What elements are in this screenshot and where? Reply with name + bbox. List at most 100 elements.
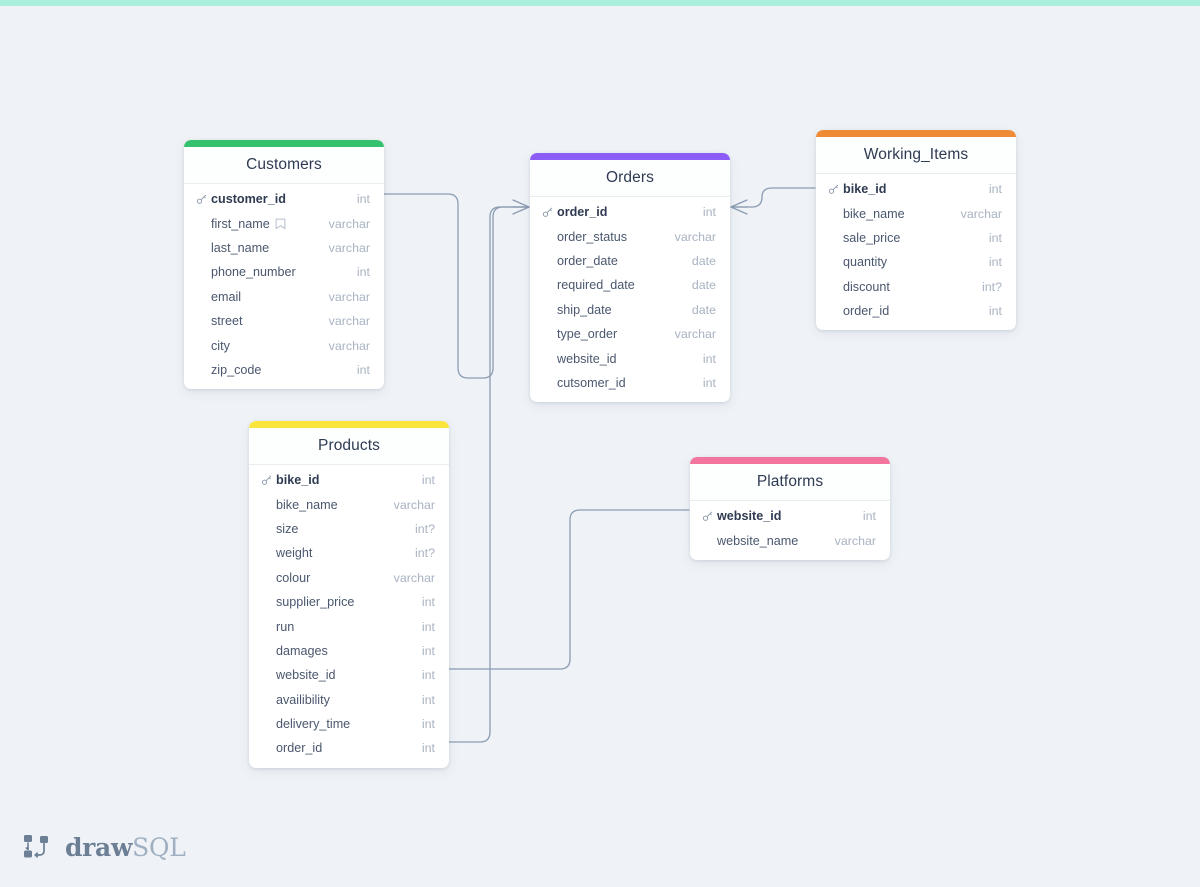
connector-products-orders bbox=[448, 206, 530, 743]
column-name: street bbox=[211, 314, 243, 329]
column-name: delivery_time bbox=[276, 717, 351, 732]
column-type: varchar bbox=[960, 206, 1002, 221]
column-name: discount bbox=[843, 279, 890, 294]
column-type: int bbox=[421, 595, 435, 610]
column-row[interactable]: order_id int bbox=[530, 200, 730, 224]
column-type: int bbox=[356, 362, 370, 377]
primary-key-icon bbox=[196, 193, 210, 205]
column-row[interactable]: type_order varchar bbox=[530, 322, 730, 346]
column-row[interactable]: street varchar bbox=[184, 309, 384, 333]
table-accent-bar bbox=[690, 457, 890, 464]
column-row[interactable]: run int bbox=[249, 614, 449, 638]
column-type: int bbox=[988, 182, 1002, 197]
connector-customers-orders bbox=[383, 193, 530, 379]
column-name: quantity bbox=[843, 255, 888, 270]
table-accent-bar bbox=[249, 421, 449, 428]
column-name: phone_number bbox=[211, 265, 296, 280]
column-type: varchar bbox=[328, 240, 370, 255]
column-row[interactable]: bike_id int bbox=[816, 177, 1016, 201]
column-type: int bbox=[702, 205, 716, 220]
column-row[interactable]: zip_code int bbox=[184, 358, 384, 382]
column-row[interactable]: delivery_time int bbox=[249, 712, 449, 736]
column-row[interactable]: website_id int bbox=[530, 346, 730, 370]
column-type: int bbox=[421, 619, 435, 634]
column-type: int bbox=[702, 375, 716, 390]
column-type: date bbox=[691, 302, 716, 317]
column-row[interactable]: quantity int bbox=[816, 250, 1016, 274]
column-type: int bbox=[421, 717, 435, 732]
column-type: int bbox=[988, 255, 1002, 270]
column-name: email bbox=[211, 289, 242, 304]
column-type: varchar bbox=[328, 216, 370, 231]
column-name: availibility bbox=[276, 692, 330, 707]
column-type: int bbox=[421, 692, 435, 707]
key-icon bbox=[196, 194, 207, 205]
column-type: int bbox=[862, 509, 876, 524]
column-name: order_id bbox=[557, 205, 608, 220]
column-type: varchar bbox=[328, 338, 370, 353]
column-name: website_id bbox=[557, 351, 617, 366]
column-name: website_id bbox=[276, 668, 336, 683]
column-name: bike_id bbox=[276, 473, 320, 488]
column-note-icon[interactable] bbox=[275, 218, 286, 230]
column-name: sale_price bbox=[843, 230, 901, 245]
column-name: bike_id bbox=[843, 182, 887, 197]
column-name: required_date bbox=[557, 278, 635, 293]
column-name: zip_code bbox=[211, 362, 262, 377]
column-name: website_name bbox=[717, 533, 799, 548]
column-row[interactable]: first_name varchar bbox=[184, 211, 384, 235]
column-name: size bbox=[276, 521, 299, 536]
column-type: varchar bbox=[393, 497, 435, 512]
column-type: int bbox=[988, 304, 1002, 319]
column-name: type_order bbox=[557, 327, 618, 342]
key-icon bbox=[702, 511, 713, 522]
column-type: int bbox=[702, 351, 716, 366]
column-type: varchar bbox=[328, 314, 370, 329]
column-name: order_status bbox=[557, 229, 628, 244]
primary-key-icon bbox=[702, 510, 716, 522]
column-name: first_name bbox=[211, 216, 270, 231]
column-row[interactable]: availibility int bbox=[249, 688, 449, 712]
column-type: varchar bbox=[674, 327, 716, 342]
column-name: colour bbox=[276, 570, 311, 585]
column-name: damages bbox=[276, 643, 328, 658]
column-name: order_date bbox=[557, 253, 618, 268]
table-title: Products bbox=[249, 428, 449, 465]
column-name: run bbox=[276, 619, 295, 634]
table-accent-bar bbox=[816, 130, 1016, 137]
drawsql-logo-mark bbox=[24, 835, 48, 858]
